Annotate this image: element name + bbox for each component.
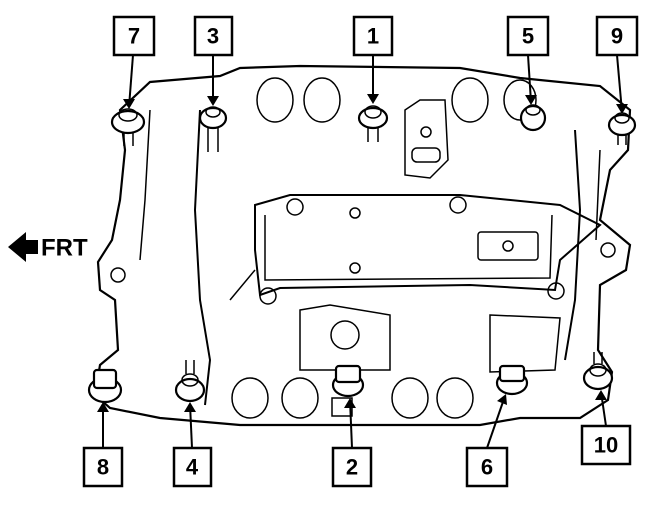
callout-5-label: 5 [522, 24, 534, 49]
callout-4: 4 [172, 446, 213, 488]
callout-10: 10 [580, 424, 632, 466]
callout-6: 6 [465, 446, 509, 488]
callout-9: 9 [595, 15, 639, 57]
manifold-body [93, 64, 632, 427]
callout-9-label: 9 [611, 24, 623, 49]
front-direction-indicator: FRT [8, 232, 88, 262]
callout-1: 1 [352, 15, 394, 57]
callout-4-label: 4 [186, 455, 199, 480]
bolt-10 [582, 352, 614, 391]
callout-7-label: 7 [128, 24, 140, 49]
callout-1-label: 1 [367, 24, 379, 49]
callout-8: 8 [82, 446, 124, 488]
callout-2-label: 2 [346, 455, 358, 480]
bolt-3 [198, 106, 228, 152]
callout-8-label: 8 [97, 455, 109, 480]
callout-10-label: 10 [594, 433, 618, 458]
callout-3: 3 [193, 15, 234, 57]
bolt-8 [87, 368, 123, 404]
front-direction-label: FRT [41, 235, 88, 262]
bolt-7 [110, 108, 146, 146]
bolt-5 [519, 104, 547, 132]
bolt-1 [357, 105, 389, 142]
callout-5: 5 [506, 15, 550, 57]
bolt-4 [174, 360, 206, 403]
leader-lines [97, 54, 628, 449]
front-arrow-icon [8, 232, 38, 262]
callout-2: 2 [331, 446, 373, 488]
callout-3-label: 3 [207, 24, 219, 49]
bolt-6 [495, 364, 529, 396]
bolt-2 [331, 364, 365, 417]
callout-6-label: 6 [481, 455, 493, 480]
callout-7: 7 [112, 15, 156, 57]
